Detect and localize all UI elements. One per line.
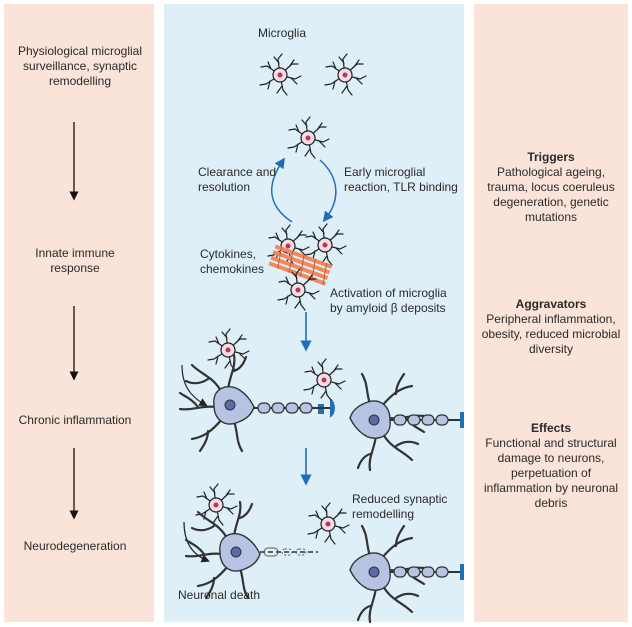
neuronal-death-label: Neuronal death (178, 588, 261, 602)
effects-section: Effects Functional and structural damage… (478, 421, 624, 511)
aggravators-section: Aggravators Peripheral inflammation, obe… (478, 297, 624, 357)
aggravators-body: Peripheral inflammation, obesity, reduce… (481, 312, 621, 356)
triggers-heading: Triggers (527, 150, 575, 164)
neuron-right (348, 372, 464, 472)
resting-microglia-right (324, 53, 367, 96)
synapse-microglia (303, 358, 346, 401)
approach-arrow-2 (183, 521, 210, 563)
neuron-right-degenerating (348, 524, 464, 624)
triggers-body: Pathological ageing, trauma, locus coeru… (487, 165, 615, 224)
triggers-section: Triggers Pathological ageing, trauma, lo… (478, 150, 624, 225)
stage-neurodegeneration: Neurodegeneration (23, 539, 127, 553)
degeneration-microglia-right (307, 502, 350, 545)
reactive-microglia (287, 116, 330, 159)
clearance-arrow (270, 157, 293, 223)
fragmented-axon (260, 547, 318, 557)
effects-body: Functional and structural damage to neur… (483, 436, 619, 510)
microglia-label: Microglia (258, 26, 307, 40)
neuron-left-body (178, 353, 256, 453)
left-panel (4, 4, 154, 622)
resting-microglia-left (259, 53, 302, 96)
approach-arrow (181, 364, 208, 407)
reduced-remodelling-label: Reduced synaptic remodelling (352, 492, 448, 521)
neuron-left-axon (253, 402, 319, 414)
effects-heading: Effects (530, 421, 571, 435)
dying-neuron-body (184, 500, 262, 600)
stage-chronic-inflammation: Chronic inflammation (18, 413, 132, 427)
clearance-label: Clearance and resolution (198, 165, 277, 194)
center-panel (164, 4, 464, 622)
activation-label: Activation of microglia by amyloid β dep… (330, 286, 447, 315)
early-reaction-label: Early microglial reaction, TLR binding (344, 165, 458, 194)
degeneration-microglia-left (195, 483, 238, 526)
early-reaction-arrow (319, 159, 337, 223)
aggravators-heading: Aggravators (515, 297, 587, 311)
stage-innate-immune: Innate immune response (35, 246, 115, 275)
right-panel (474, 4, 628, 622)
stage-surveillance: Physiological microglial surveillance, s… (17, 44, 143, 88)
cytokines-label: Cytokines, chemokines (200, 247, 265, 276)
